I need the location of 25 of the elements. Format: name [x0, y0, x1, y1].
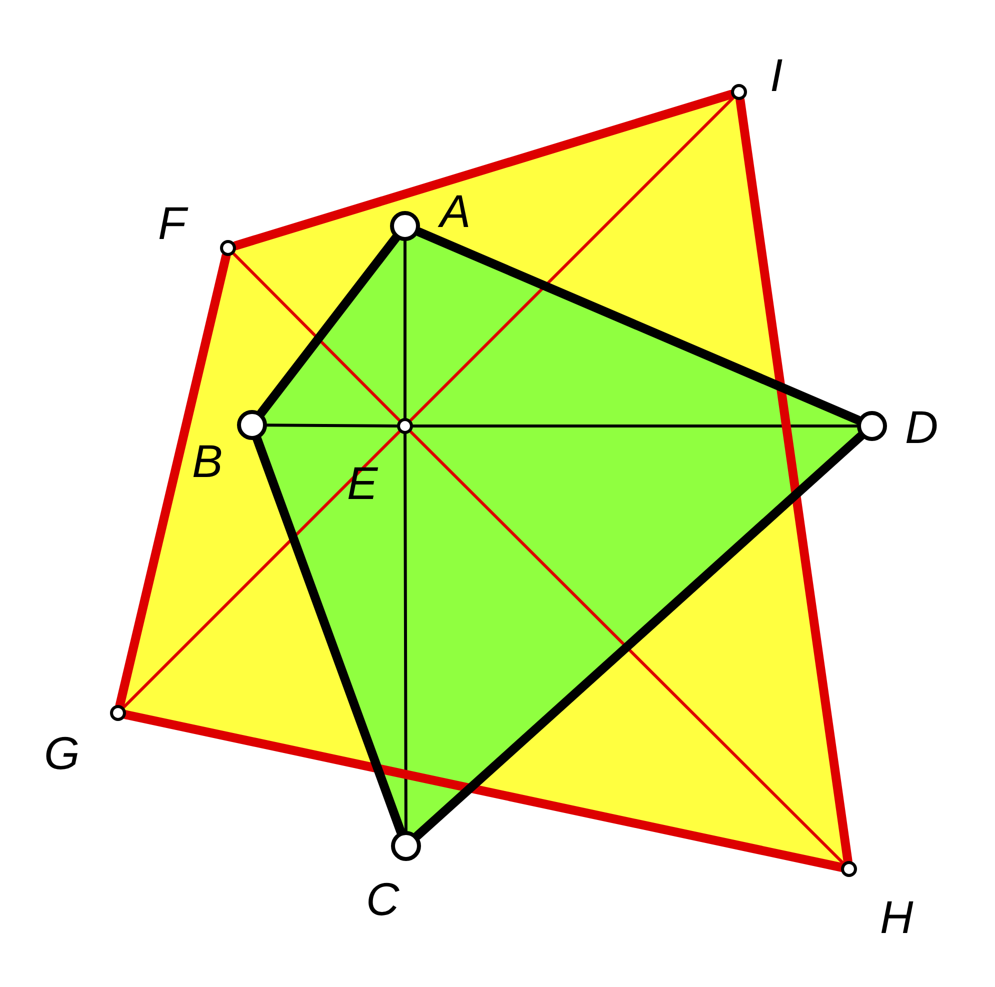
diagonal-line: [232, 252, 401, 422]
point-marker: [857, 411, 887, 441]
diagonal-line: [409, 96, 735, 422]
point-label: A: [440, 188, 471, 234]
side-line: [256, 233, 400, 418]
point-label: B: [192, 438, 223, 484]
point-marker: [220, 240, 236, 256]
diagonal-line: [266, 424, 398, 428]
diagonal-line: [404, 432, 408, 832]
point-marker: [110, 705, 126, 721]
point-label: F: [158, 200, 186, 246]
point-marker: [391, 831, 421, 861]
point-label: C: [366, 876, 400, 922]
diagonal-line: [122, 430, 401, 709]
point-marker: [731, 84, 747, 100]
point-label: E: [347, 460, 378, 506]
point-label: G: [44, 730, 80, 776]
point-label: D: [905, 404, 938, 450]
diagonal-line: [412, 424, 858, 428]
point-label: H: [880, 894, 914, 940]
point-label: I: [770, 52, 783, 98]
side-line: [252, 434, 406, 836]
side-line: [414, 227, 863, 425]
point-marker: [841, 861, 857, 877]
diagonal-line: [404, 240, 406, 420]
